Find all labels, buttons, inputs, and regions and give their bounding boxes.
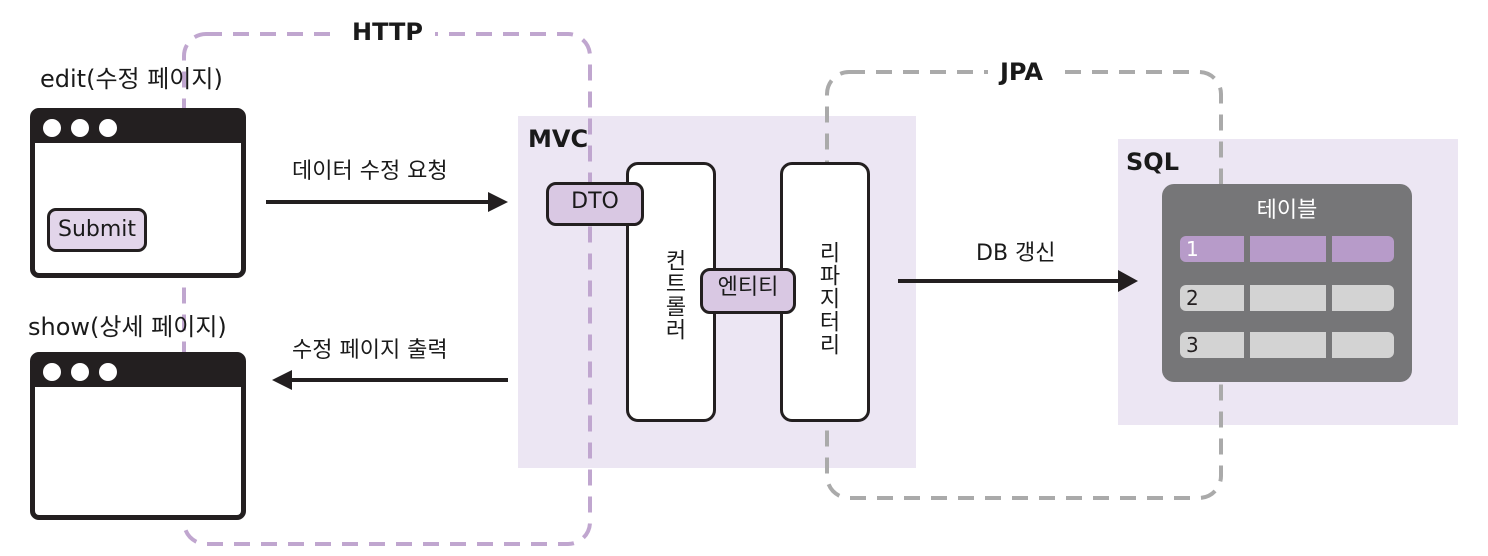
jpa-label: JPA xyxy=(988,58,1055,86)
column-divider xyxy=(1244,236,1250,262)
window-control-dot xyxy=(43,119,61,137)
show-page-window xyxy=(30,352,246,520)
window-control-dot xyxy=(99,363,117,381)
sql-title: SQL xyxy=(1126,148,1179,176)
column-divider xyxy=(1244,332,1250,358)
window-title-bar xyxy=(35,357,241,387)
db-table: 테이블 1 2 3 xyxy=(1162,184,1412,382)
window-control-dot xyxy=(71,363,89,381)
row-number: 3 xyxy=(1186,333,1199,357)
repository-label: 리파지터리 xyxy=(815,241,840,356)
http-label: HTTP xyxy=(340,18,435,46)
column-divider xyxy=(1326,236,1332,262)
db-update-label: DB 갱신 xyxy=(976,241,1056,266)
edit-page-window: Submit xyxy=(30,108,246,278)
dto-chip: DTO xyxy=(546,182,644,226)
submit-button[interactable]: Submit xyxy=(47,208,148,252)
window-control-dot xyxy=(71,119,89,137)
mvc-title: MVC xyxy=(528,125,589,153)
request-arrow-head xyxy=(488,192,508,212)
window-title-bar xyxy=(35,113,241,143)
controller-label: 컨트롤러 xyxy=(661,249,686,341)
row-number: 1 xyxy=(1186,237,1199,261)
edit-page-label: edit(수정 페이지) xyxy=(40,65,223,93)
show-page-label: show(상세 페이지) xyxy=(28,313,227,341)
http-frame xyxy=(182,32,592,546)
window-control-dot xyxy=(99,119,117,137)
table-row: 2 xyxy=(1180,285,1394,311)
table-title: 테이블 xyxy=(1256,198,1318,223)
column-divider xyxy=(1326,285,1332,311)
db-arrow-head xyxy=(1118,270,1138,292)
request-label: 데이터 수정 요청 xyxy=(292,159,448,184)
table-row: 1 xyxy=(1180,236,1394,262)
entity-chip: 엔티티 xyxy=(700,268,796,314)
table-row: 3 xyxy=(1180,332,1394,358)
response-label: 수정 페이지 출력 xyxy=(292,338,448,363)
column-divider xyxy=(1244,285,1250,311)
window-control-dot xyxy=(43,363,61,381)
row-number: 2 xyxy=(1186,286,1199,310)
column-divider xyxy=(1326,332,1332,358)
response-arrow-head xyxy=(272,370,292,390)
